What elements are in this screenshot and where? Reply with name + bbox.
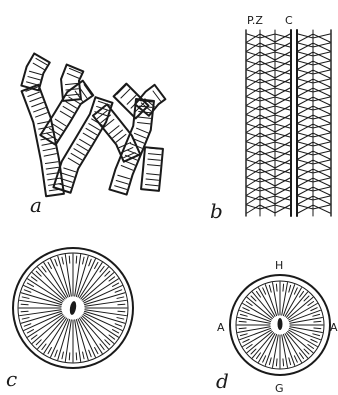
panel-d-label: d (216, 369, 229, 393)
a-right-annotation: A (330, 321, 338, 334)
cross-section-c-drawing (13, 248, 133, 368)
g-annotation: G (275, 382, 284, 395)
fibre-bundle-drawing (246, 30, 331, 216)
branching-tubes-drawing (21, 53, 165, 196)
panel-d: H A A G d (216, 259, 338, 395)
cross-section-d-drawing (230, 275, 330, 375)
panel-c-label: c (6, 367, 17, 391)
h-annotation: H (275, 259, 283, 272)
panel-b-label: b (210, 199, 223, 223)
a-left-annotation: A (217, 321, 225, 334)
panel-a: a (21, 53, 165, 217)
panel-c: c (6, 248, 133, 391)
panel-a-label: a (30, 193, 42, 217)
c-annotation: C (285, 14, 293, 27)
panel-b: P.Z C b (210, 14, 331, 223)
pz-annotation: P.Z (247, 14, 263, 27)
